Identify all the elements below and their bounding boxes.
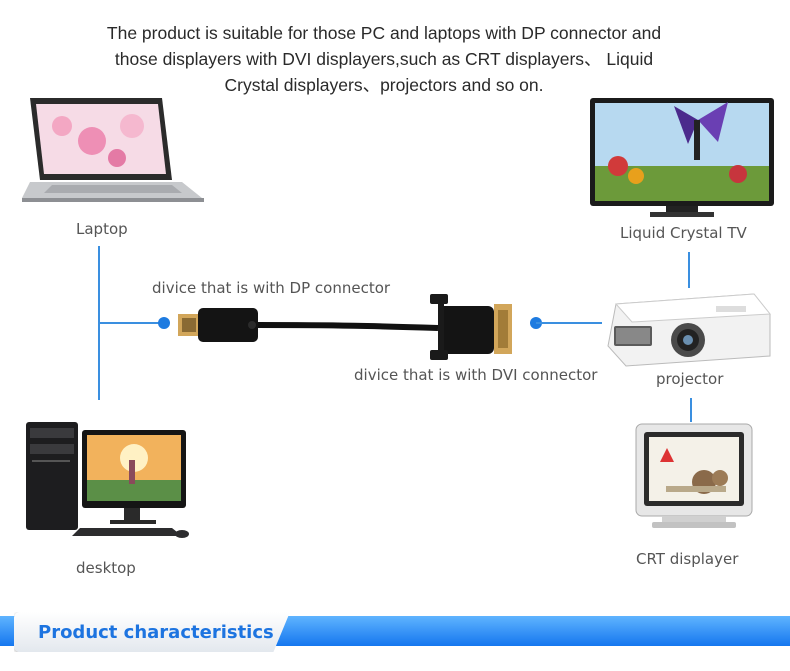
right-branch-line <box>536 322 602 324</box>
projector-label: projector <box>656 370 724 388</box>
desktop-image <box>26 422 189 538</box>
section-banner-tab <box>14 612 290 652</box>
left-branch-line <box>98 322 164 324</box>
dp-connection-dot <box>158 317 170 329</box>
intro-text: The product is suitable for those PC and… <box>60 20 708 98</box>
projector-image <box>607 293 771 367</box>
tv-connector-line <box>688 252 690 288</box>
section-title: Product characteristics <box>38 622 274 643</box>
desktop-label: desktop <box>76 559 136 577</box>
crt-image <box>635 423 753 528</box>
laptop-image <box>22 98 204 202</box>
crt-label: CRT displayer <box>636 550 739 568</box>
intro-line-3: Crystal displayers、projectors and so on. <box>224 75 544 95</box>
intro-line-1: The product is suitable for those PC and… <box>106 23 662 43</box>
dp-to-dvi-cable-image <box>178 294 512 360</box>
crt-connector-line <box>690 398 692 422</box>
dvi-connector-label: divice that is with DVI connector <box>354 366 598 384</box>
laptop-label: Laptop <box>76 220 128 238</box>
dp-connector-label: divice that is with DP connector <box>152 279 391 297</box>
lcd-tv-label: Liquid Crystal TV <box>620 224 747 242</box>
intro-line-2: those displayers with DVI displayers,suc… <box>114 49 654 69</box>
lcd-tv-image <box>590 98 774 217</box>
